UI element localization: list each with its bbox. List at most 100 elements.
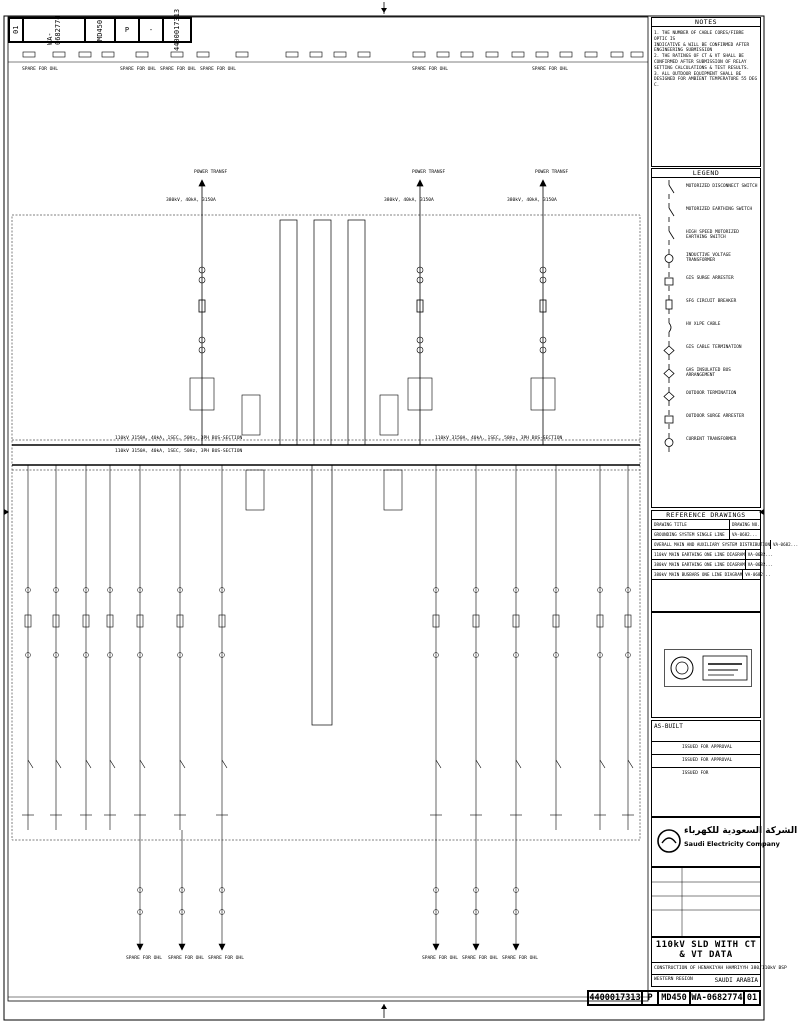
- bus-bottom-label: 110kV 3150A, 40kA, 1SEC, 50Hz, 3PH BUS-S…: [115, 449, 243, 454]
- legend-label: GIS CABLE TERMINATION: [686, 345, 742, 350]
- legend-label: MOTORIZED EARTHING SWITCH: [686, 207, 753, 212]
- note-line: CONFIRMED AFTER SUBMISSION OF RELAY: [654, 59, 747, 65]
- reference-title: OVERALL MAIN AND AUXILIARY SYSTEM DISTRI…: [654, 540, 771, 549]
- surge-arrester-icon: [664, 272, 674, 291]
- legend-label: CURRENT TRANSFORMER: [686, 437, 737, 442]
- feeder-bay: [430, 465, 442, 830]
- transformer-label: POWER TRANSF: [412, 170, 446, 175]
- top-feeder-label: SPARE FOR OHL: [412, 67, 448, 72]
- spare-feeder-label: SPARE FOR OHL: [168, 956, 204, 961]
- legend-label: SF6 CIRCUIT BREAKER: [686, 299, 737, 304]
- spare-feeder-label: SPARE FOR OHL: [422, 956, 458, 961]
- feeder-bay: [134, 465, 146, 830]
- transformer-feed: [407, 179, 433, 445]
- spare-feeder: [178, 830, 186, 951]
- legend-label: GIS SURGE ARRESTER: [686, 276, 734, 281]
- country-label: SAUDI ARABIA: [714, 977, 758, 985]
- legend-label: OUTDOOR SURGE ARRESTER: [686, 414, 745, 419]
- feeder-bay: [50, 465, 62, 830]
- note-line: ENGINEERING SUBMISSION: [654, 48, 713, 54]
- bottom-rev-letter: P: [642, 991, 658, 1005]
- as-built-row: ISSUED FOR APPROVAL: [652, 741, 760, 754]
- as-built-row: ISSUED FOR APPROVAL: [652, 754, 760, 767]
- top-feeder-label: SPARE FOR OHL: [200, 67, 236, 72]
- company-panel: الشركة السعودية للكهرباء Saudi Electrici…: [651, 817, 797, 867]
- top-feeder-label: SPARE FOR OHL: [160, 67, 196, 72]
- transformer-label: POWER TRANSF: [194, 170, 228, 175]
- header-rev-letter: P: [115, 18, 139, 42]
- header-doc-number: 4400017313: [163, 9, 191, 51]
- spare-feeder: [512, 830, 520, 951]
- legend-item: MOTORIZED EARTHING SWITCH: [652, 201, 760, 224]
- reference-number: VA-0682...: [747, 562, 773, 567]
- voltage-transformer-icon: [664, 249, 674, 268]
- note-line: SETTING CALCULATIONS & TEST RESULTS.: [654, 65, 750, 71]
- transformer-label: POWER TRANSF: [535, 170, 569, 175]
- references-header: DRAWING TITLE DRAWING NO.: [652, 520, 760, 530]
- reference-title: GROUNDING SYSTEM SINGLE LINE: [652, 530, 730, 539]
- bottom-number-strip: 4400017313 P MD450 WA-0682774 01: [587, 990, 761, 1006]
- feeder-bay: [622, 465, 634, 830]
- logo-panel: [651, 612, 761, 718]
- contractor-seal-icon: [670, 656, 693, 680]
- reference-number: VA-0682...: [745, 572, 771, 577]
- legend-item: GIS SURGE ARRESTER: [652, 270, 760, 293]
- transformer-feed: [189, 179, 215, 445]
- top-feeder-label: SPARE FOR OHL: [532, 67, 568, 72]
- legend-title: LEGEND: [652, 169, 760, 178]
- header-drawing-code: MD450: [85, 18, 115, 42]
- company-name-ar: الشركة السعودية للكهرباء: [684, 826, 798, 836]
- feeder-bay: [510, 465, 522, 830]
- spare-feeder: [136, 830, 144, 951]
- hs-earthing-switch-icon: [668, 226, 675, 245]
- header-dash: -: [139, 18, 163, 42]
- bottom-contract-no: 4400017313: [588, 991, 642, 1005]
- outdoor-termination-icon: [663, 387, 675, 406]
- feeder-bay: [22, 465, 34, 830]
- references-col-title: DRAWING TITLE: [652, 520, 730, 529]
- spare-feeder-label: SPARE FOR OHL: [462, 956, 498, 961]
- references-title: REFERENCE DRAWINGS: [652, 511, 760, 520]
- feeder-bay: [104, 465, 116, 830]
- bottom-sheet: 01: [744, 991, 760, 1005]
- feeder-bay: [216, 465, 228, 830]
- reference-title: 380kV MAIN EARTHING ONE LINE DIAGRAM: [654, 560, 746, 569]
- transformer-rating: 380kV, 40kA, 3150A: [166, 198, 216, 203]
- reference-title: 380kV MAIN BUSBARS ONE LINE DIAGRAM: [654, 570, 744, 579]
- earthing-switch-icon: [668, 203, 675, 222]
- company-logo-icon: [657, 829, 681, 853]
- reference-number: VA-0682...: [772, 542, 798, 547]
- top-feeder-label: SPARE FOR OHL: [120, 67, 156, 72]
- spare-feeder-label: SPARE FOR OHL: [208, 956, 244, 961]
- reference-number: VA-0682...: [747, 552, 773, 557]
- transformer-ties: [279, 219, 366, 726]
- drawing-subtitle: CONSTRUCTION OF HENAKIYAH HAMRIYYH 380/1…: [652, 963, 787, 976]
- legend-item: HV XLPE CABLE: [652, 316, 760, 339]
- notes-panel: NOTES 1. THE NUMBER OF CABLE CORES/FIBRE…: [651, 17, 761, 167]
- note-line: 1. THE NUMBER OF CABLE CORES/FIBRE OPTIC…: [654, 31, 744, 42]
- legend-item: MOTORIZED DISCONNECT SWITCH: [652, 178, 760, 201]
- legend-panel: LEGEND MOTORIZED DISCONNECT SWITCH MOTORI…: [651, 168, 761, 508]
- legend-label: HV XLPE CABLE: [686, 322, 721, 327]
- contractor-wordmark-icon: [702, 655, 747, 681]
- feeder-bay: [80, 465, 92, 830]
- feeder-bay: [594, 465, 606, 830]
- gas-bus-icon: [663, 364, 675, 383]
- title-block: 110kV SLD WITH CT & VT DATA CONSTRUCTION…: [651, 937, 787, 987]
- legend-item: INDUCTIVE VOLTAGE TRANSFORMER: [652, 247, 760, 270]
- transformer-feed: [530, 179, 556, 445]
- current-transformer-icon: [664, 433, 674, 452]
- spare-feeder: [432, 830, 440, 951]
- contractor-logo: [664, 649, 752, 687]
- as-built-row: ISSUED FOR: [652, 767, 760, 780]
- legend-item: OUTDOOR TERMINATION: [652, 385, 760, 408]
- region-label: WESTERN REGION: [654, 977, 693, 983]
- spare-feeder: [218, 830, 226, 951]
- outdoor-arrester-icon: [664, 410, 674, 429]
- reference-drawings-panel: REFERENCE DRAWINGS DRAWING TITLE DRAWING…: [651, 510, 798, 612]
- reference-number: VA-0682...: [732, 532, 758, 537]
- legend-item: HIGH SPEED MOTORIZED EARTHING SWITCH: [652, 224, 760, 247]
